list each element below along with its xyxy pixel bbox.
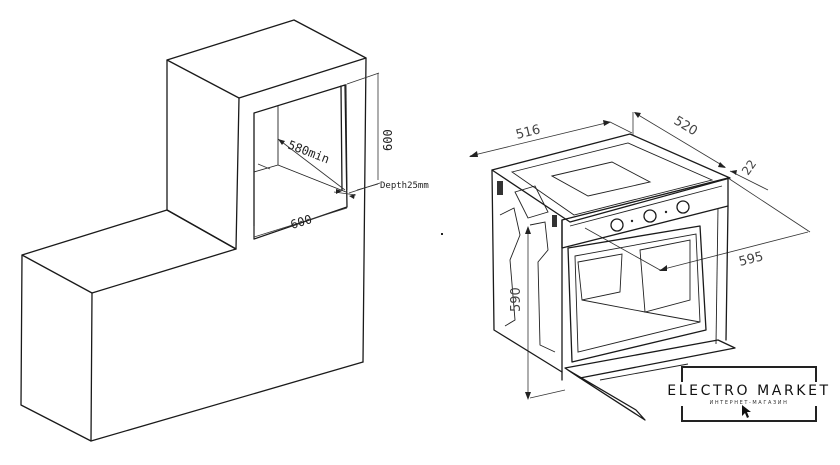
oven-cavity-frame (567, 225, 707, 363)
dim-590-ext (529, 389, 566, 399)
oven-drawing (469, 112, 811, 421)
arrowhead (603, 120, 611, 126)
label-height: 590 (509, 287, 524, 312)
knob-icon (676, 200, 690, 214)
knob-icon (643, 209, 657, 223)
stray-mark (441, 233, 443, 235)
label-niche-width: 600 (289, 212, 314, 232)
watermark-subtitle: ИНТЕРНЕТ-МАГАЗИН (709, 400, 789, 406)
arrowhead (718, 162, 726, 168)
label-recess-depth: Depth25mm (380, 181, 429, 191)
arrowhead (731, 170, 737, 175)
cabinet-drawing: 580min 600 600 Depth25mm (20, 19, 429, 442)
side-cutout (529, 221, 556, 353)
label-front-width: 595 (737, 249, 765, 270)
side-handle (514, 185, 549, 219)
indicator-dot (664, 210, 668, 214)
label-width-top: 516 (514, 122, 542, 143)
recess-line-1 (340, 85, 343, 191)
niche-floor-line (253, 164, 279, 173)
door-glass-line (599, 363, 689, 381)
oven-fan-cover (577, 253, 623, 301)
indicator-dot (630, 219, 634, 223)
arrowhead (469, 151, 478, 157)
height-ext-top (346, 72, 380, 85)
recess-leader (356, 183, 379, 191)
oven-flange (715, 207, 719, 345)
side-cutout (499, 207, 521, 327)
vent-icon (552, 215, 557, 227)
arrowhead (336, 189, 342, 194)
panel-strip (569, 185, 723, 227)
base-cabinet-bottom-edge (90, 361, 364, 442)
oven-top-panel (550, 161, 652, 197)
arrowhead (278, 139, 285, 145)
oven-cavity-inner (574, 233, 701, 353)
dim-516-ext (609, 121, 633, 134)
base-cabinet-top (21, 209, 237, 294)
dim-595-line (659, 231, 809, 271)
width-dimension-line (253, 207, 348, 238)
oven-top-inner (510, 142, 714, 216)
electro-market-watermark: ELECTRO MARKET ИНТЕРНЕТ-МАГАЗИН (667, 366, 831, 422)
base-cabinet-side (20, 254, 93, 442)
oven-door-edge (567, 369, 646, 421)
niche-floor-diagonal (277, 164, 347, 193)
arrowhead (525, 226, 531, 234)
mouse-pointer-icon (742, 405, 751, 418)
dim-595-leader (584, 227, 661, 271)
dim-595-ext (727, 177, 811, 233)
label-niche-height: 600 (381, 129, 395, 151)
oven-niche (253, 84, 348, 240)
knob-icon (610, 218, 624, 232)
badge-frame-bottom (681, 406, 817, 422)
arrowhead (659, 265, 667, 271)
tall-cabinet-right-edge (362, 57, 367, 363)
label-depth-top: 520 (671, 114, 700, 140)
oven-side (491, 169, 563, 373)
label-front-thickness: 22 (739, 157, 759, 178)
cavity-floor-line (644, 311, 701, 323)
vent-icon (497, 181, 503, 195)
niche-tick (257, 163, 271, 170)
cavity-floor-line (581, 299, 646, 313)
tall-cabinet-side (166, 59, 240, 250)
depth-dimension-line (277, 138, 346, 191)
dim-22-line (729, 170, 769, 191)
arrowhead (349, 194, 355, 199)
arrowhead (525, 392, 531, 400)
dim-520-line (634, 112, 726, 168)
tall-cabinet-top (166, 19, 367, 99)
watermark-brand: ELECTRO MARKET (667, 383, 831, 399)
recess-line-2 (345, 83, 348, 191)
badge-frame-top (681, 366, 817, 382)
dim-516-line (469, 121, 611, 157)
arrowhead (634, 112, 641, 118)
oven-front-right-edge (725, 205, 729, 341)
oven-back-wall (639, 239, 691, 313)
